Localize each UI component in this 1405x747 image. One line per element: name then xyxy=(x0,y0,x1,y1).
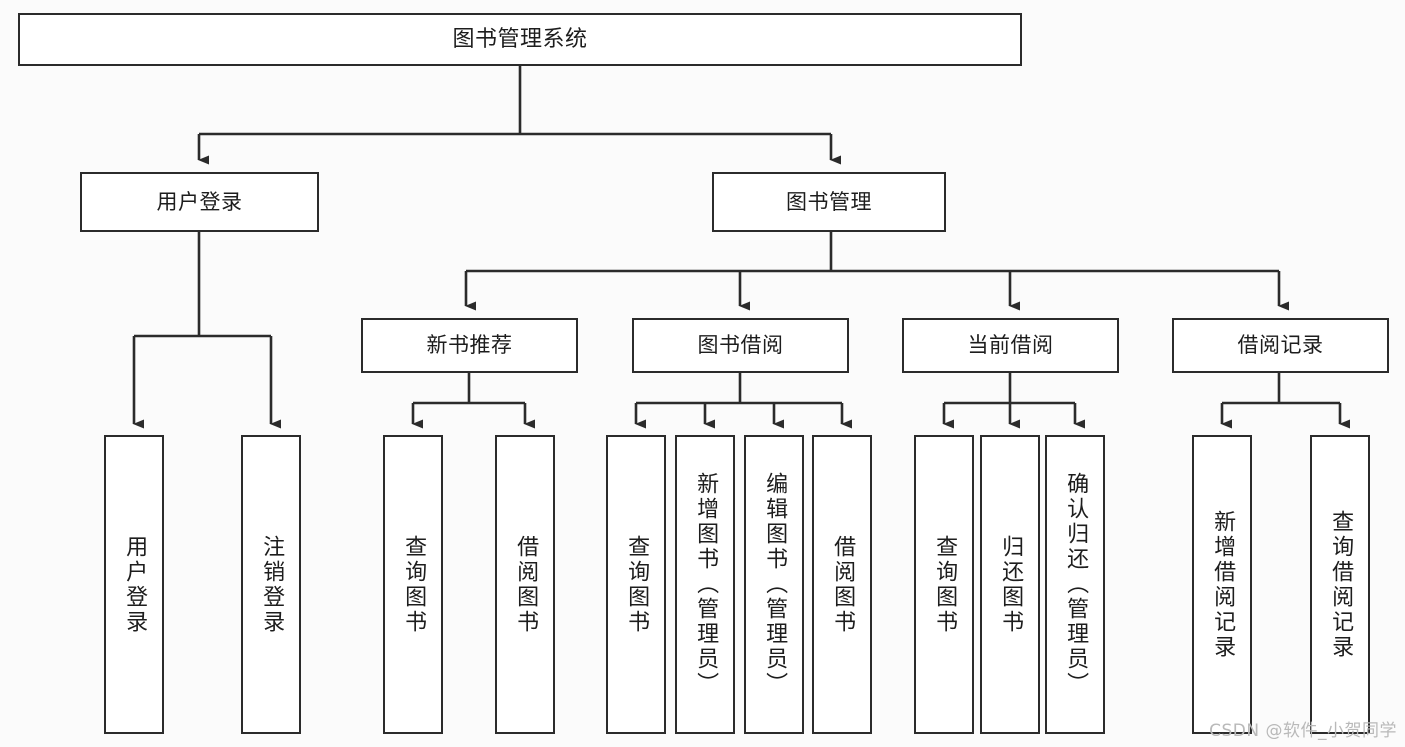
leaf-add-book-label: 新增图书（管理员） xyxy=(693,472,719,697)
node-new-book-recommend[interactable]: 新书推荐 xyxy=(361,318,578,373)
node-new-book-recommend-label: 新书推荐 xyxy=(426,333,513,358)
leaf-user-login[interactable]: 用户登录 xyxy=(104,435,164,734)
leaf-query-book-1[interactable]: 查询图书 xyxy=(383,435,443,734)
node-book-manage-label: 图书管理 xyxy=(786,189,872,214)
leaf-add-record[interactable]: 新增借阅记录 xyxy=(1192,435,1252,734)
leaf-borrow-book-1[interactable]: 借阅图书 xyxy=(495,435,555,734)
leaf-query-book-2[interactable]: 查询图书 xyxy=(606,435,666,734)
leaf-return-book-label: 归还图书 xyxy=(998,534,1024,635)
leaf-query-book-1-label: 查询图书 xyxy=(401,534,427,635)
leaf-confirm-return-label: 确认归还（管理员） xyxy=(1063,472,1089,697)
node-borrow-record[interactable]: 借阅记录 xyxy=(1172,318,1389,373)
node-current-borrow[interactable]: 当前借阅 xyxy=(902,318,1119,373)
leaf-query-record-label: 查询借阅记录 xyxy=(1328,509,1354,660)
leaf-add-record-label: 新增借阅记录 xyxy=(1210,509,1236,660)
leaf-query-record[interactable]: 查询借阅记录 xyxy=(1310,435,1370,734)
node-user-login-label: 用户登录 xyxy=(156,189,243,214)
node-borrow-record-label: 借阅记录 xyxy=(1237,333,1324,358)
leaf-query-book-3[interactable]: 查询图书 xyxy=(914,435,974,734)
leaf-edit-book-label: 编辑图书（管理员） xyxy=(762,472,788,697)
leaf-user-login-label: 用户登录 xyxy=(122,534,148,635)
node-book-manage[interactable]: 图书管理 xyxy=(712,172,946,232)
leaf-query-book-2-label: 查询图书 xyxy=(624,534,650,635)
leaf-borrow-book-2-label: 借阅图书 xyxy=(830,534,856,635)
node-root-label: 图书管理系统 xyxy=(452,26,588,52)
leaf-logout-label: 注销登录 xyxy=(259,534,285,635)
node-book-borrow-label: 图书借阅 xyxy=(697,333,784,358)
leaf-edit-book[interactable]: 编辑图书（管理员） xyxy=(744,435,804,734)
node-book-borrow[interactable]: 图书借阅 xyxy=(632,318,849,373)
leaf-add-book[interactable]: 新增图书（管理员） xyxy=(675,435,735,734)
leaf-return-book[interactable]: 归还图书 xyxy=(980,435,1040,734)
node-user-login[interactable]: 用户登录 xyxy=(80,172,319,232)
leaf-query-book-3-label: 查询图书 xyxy=(932,534,958,635)
csdn-watermark: CSDN @软件_小贺同学 xyxy=(1209,721,1397,741)
node-current-borrow-label: 当前借阅 xyxy=(967,333,1054,358)
node-root[interactable]: 图书管理系统 xyxy=(18,13,1022,66)
leaf-logout[interactable]: 注销登录 xyxy=(241,435,301,734)
leaf-confirm-return[interactable]: 确认归还（管理员） xyxy=(1045,435,1105,734)
leaf-borrow-book-2[interactable]: 借阅图书 xyxy=(812,435,872,734)
leaf-borrow-book-1-label: 借阅图书 xyxy=(513,534,539,635)
